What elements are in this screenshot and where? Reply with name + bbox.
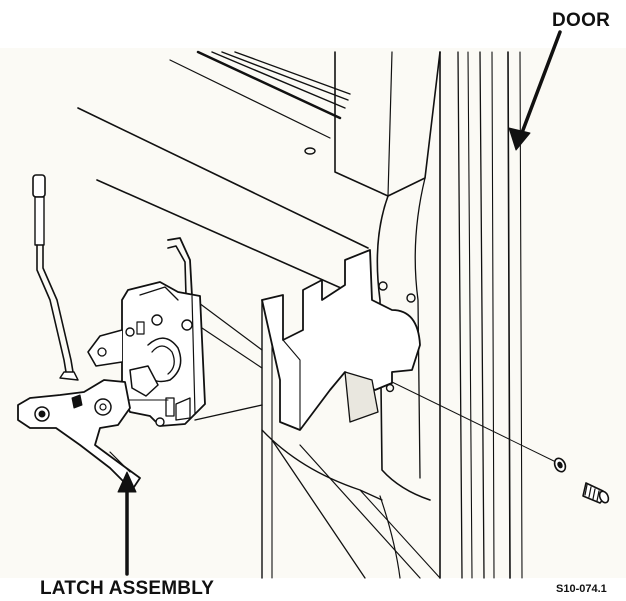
figure-id: S10-074.1 <box>556 583 607 595</box>
door-edge <box>376 51 523 579</box>
jamb-hole <box>378 281 388 291</box>
latch-assembly-label: LATCH ASSEMBLY <box>40 578 215 599</box>
housing-mounting-tab <box>87 329 123 367</box>
door-leader-arrow <box>508 30 562 151</box>
jamb-hole <box>406 293 416 303</box>
release-lever <box>17 379 141 491</box>
latch-assembly <box>17 174 263 491</box>
latch-housing <box>121 281 206 427</box>
latch-leader-arrow <box>117 471 137 576</box>
actuator-rod <box>32 174 79 381</box>
door-label: DOOR <box>552 10 611 31</box>
latch-opening <box>261 249 421 431</box>
fastener <box>391 381 610 504</box>
lock-rod <box>167 237 193 297</box>
screw <box>582 482 610 504</box>
latch-link-rod <box>194 404 263 421</box>
